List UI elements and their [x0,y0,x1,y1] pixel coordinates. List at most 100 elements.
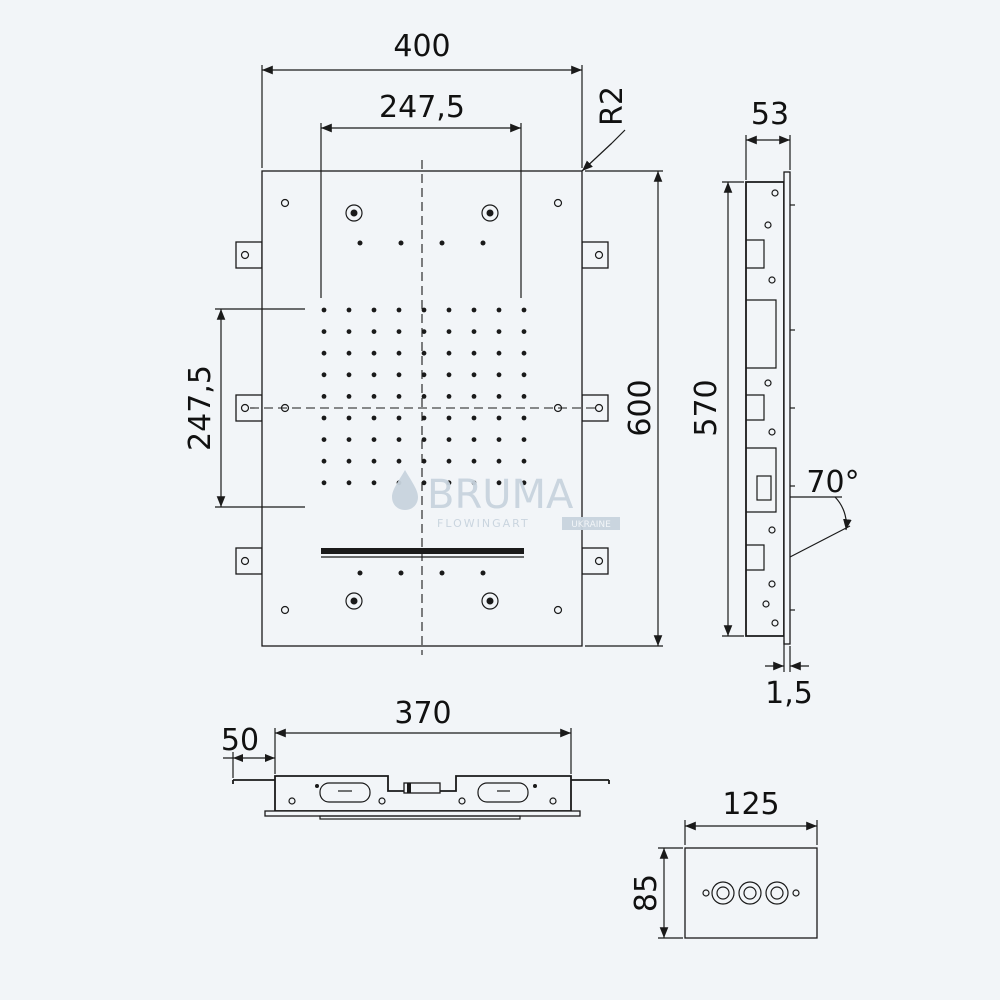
dimension-height: 600 [585,170,663,647]
rain-nozzle [321,350,327,356]
rain-nozzle [371,307,377,313]
rain-nozzle [346,394,352,399]
dimension-width: 400 [261,29,583,168]
control-panel-view: 125 85 [629,787,818,939]
dimension-1-5-label: 1,5 [765,676,813,711]
rain-nozzle [471,437,477,442]
mounting-tabs [235,241,609,575]
dimension-panel-width: 125 [684,787,818,845]
rain-nozzle [496,394,502,399]
rain-nozzle [421,394,427,399]
rain-nozzle [421,372,427,378]
rain-nozzle [346,415,352,421]
rain-nozzle [496,329,502,334]
rain-nozzle [421,437,427,442]
rain-nozzle [321,329,327,334]
rain-nozzle [346,350,352,356]
control-knobs [702,881,800,905]
drop-icon [392,470,418,510]
rain-nozzle [421,307,427,313]
rain-nozzle [521,415,527,421]
rain-nozzle [371,458,377,464]
rain-nozzle [371,480,377,486]
dimension-inner-height: 247,5 [183,308,305,508]
rain-nozzle [346,458,352,464]
rain-nozzle [371,350,377,356]
watermark-tagline: FLOWINGART [437,517,530,530]
rain-nozzle [446,394,452,399]
rain-nozzle [321,437,327,442]
dimension-570-label: 570 [689,379,724,436]
rain-nozzle [521,372,527,378]
watermark-region: UKRAINE [571,520,611,530]
rain-nozzle [396,329,402,334]
rain-nozzle [446,350,452,356]
rain-nozzle [321,480,327,486]
dimension-125-label: 125 [722,787,779,822]
rain-nozzle [321,415,327,421]
dimension-247-5-top-label: 247,5 [379,90,465,125]
rain-nozzle [521,458,527,464]
rain-nozzle [346,480,352,486]
rain-nozzle [471,350,477,356]
rain-nozzle [521,394,527,399]
rain-nozzle [371,394,377,399]
rain-nozzle [471,329,477,334]
rain-nozzle [446,458,452,464]
rain-nozzle [471,415,477,421]
rain-nozzle [446,307,452,313]
rain-nozzle [321,307,327,313]
rain-nozzle [496,458,502,464]
dimension-panel-height: 85 [629,847,683,939]
rain-nozzle [346,329,352,334]
dimension-370-label: 370 [394,696,451,731]
front-view: 400 247,5 247,5 600 R2 [183,29,663,655]
dimension-depth: 53 [745,97,791,180]
rain-nozzle [371,329,377,334]
small-holes [357,240,486,576]
dimension-85-label: 85 [629,874,664,912]
rain-nozzle [496,437,502,442]
rain-nozzle [521,480,527,486]
dimension-400-label: 400 [393,29,450,64]
rain-nozzle [396,458,402,464]
dimension-side-height: 570 [689,181,744,637]
radius-r2-label: R2 [595,86,630,126]
rain-nozzle [321,394,327,399]
rain-nozzle [471,458,477,464]
rain-nozzle [496,480,502,486]
corner-screws [280,198,563,615]
rain-nozzle [521,437,527,442]
rain-nozzle [521,350,527,356]
rain-nozzle [346,372,352,378]
rain-nozzle-grid [321,307,527,486]
rain-nozzle [496,372,502,378]
rain-nozzle [446,329,452,334]
rain-nozzle [346,307,352,313]
rain-nozzle [396,350,402,356]
waterfall-slot [321,548,524,554]
dimension-offset: 50 [221,723,275,778]
rain-nozzle [446,480,452,486]
rain-nozzle [421,480,427,486]
rain-nozzle [496,307,502,313]
watermark-brand: BRUMA [427,472,574,518]
rain-nozzle [396,307,402,313]
side-holes [762,189,779,627]
rain-nozzle [421,350,427,356]
rain-nozzle [496,415,502,421]
rain-nozzle [321,372,327,378]
rain-nozzle [421,415,427,421]
dimension-70-deg-label: 70° [806,465,859,500]
rain-nozzle [471,480,477,486]
radius-callout: R2 [581,86,630,172]
rain-nozzle [371,372,377,378]
rain-nozzle [446,415,452,421]
side-view: 53 570 70° 1,5 [689,97,860,711]
bottom-view: 370 50 [221,696,610,820]
dimension-247-5-left-label: 247,5 [183,365,218,451]
dimension-bottom-width: 370 [274,696,572,774]
jet-nozzles [345,204,499,610]
rain-nozzle [446,372,452,378]
